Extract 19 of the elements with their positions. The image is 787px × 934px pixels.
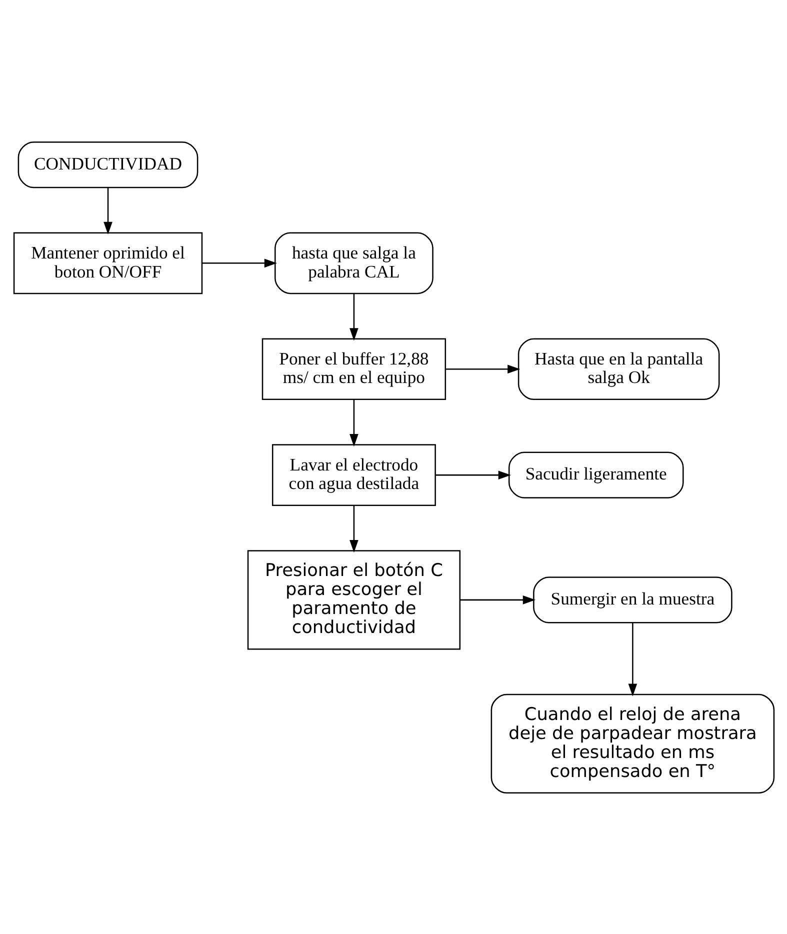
node-box: Cuando el reloj de arena deje de parpadear mostrara el resultado en ms compensado en T°: [490, 693, 774, 794]
node-box: Mantener oprimido el boton ON/OFF: [12, 232, 202, 294]
arrow: [349, 505, 358, 552]
node-box: Sumergir en la muestra: [532, 576, 732, 623]
arrow: [460, 595, 535, 604]
arrow: [435, 470, 510, 479]
node-box: Hasta que en la pantalla salga Ok: [517, 338, 720, 400]
arrow: [445, 364, 520, 374]
arrow: [349, 293, 358, 340]
arrow: [349, 399, 358, 446]
node-box: Lavar el electrodo con agua destilada: [271, 444, 436, 506]
node-box: CONDUCTIVIDAD: [17, 140, 198, 188]
arrow: [202, 258, 276, 268]
node-box: Poner el buffer 12,88 ms/ cm en el equipo: [261, 338, 446, 400]
node-box: Presionar el botón C para escoger el paramento de conductividad: [246, 550, 460, 650]
node-box: hasta que salga la palabra CAL: [274, 232, 433, 294]
arrow: [628, 622, 637, 696]
node-box: Sacudir ligeramente: [508, 451, 684, 498]
arrow: [103, 187, 112, 234]
